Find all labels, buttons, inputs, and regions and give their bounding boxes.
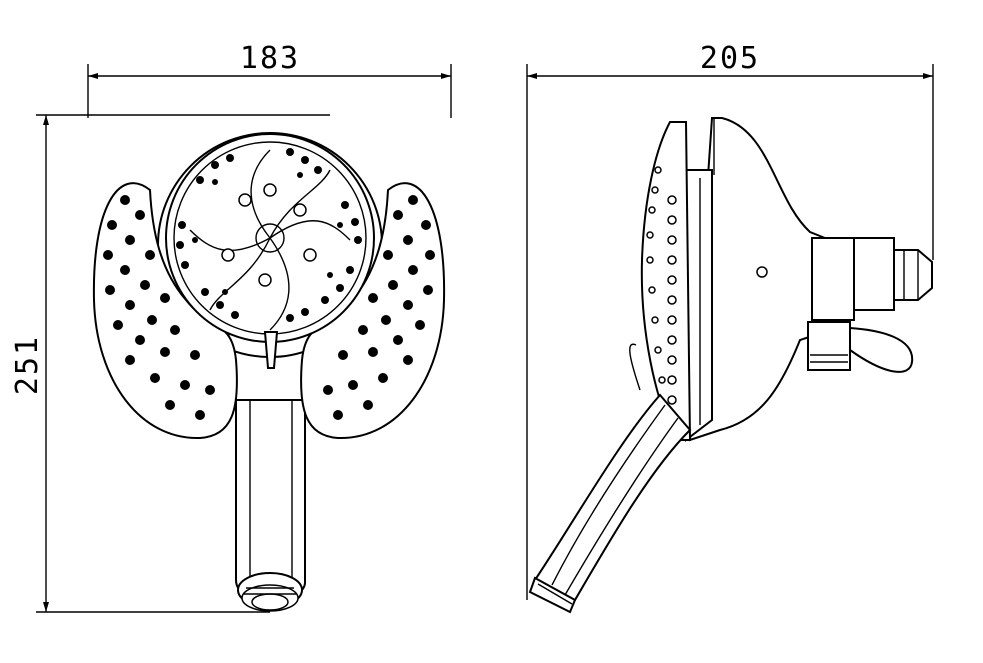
side-width-label: 205 bbox=[700, 41, 760, 76]
side-face-plate bbox=[640, 121, 692, 441]
side-width-dimension: 205 bbox=[526, 41, 934, 600]
side-diverter-lever bbox=[807, 321, 914, 373]
front-height-dimension: 251 bbox=[10, 114, 330, 613]
front-spray-pattern bbox=[189, 149, 351, 369]
front-width-dimension: 183 bbox=[87, 41, 452, 118]
front-face-nozzles bbox=[176, 148, 362, 322]
front-height-label: 251 bbox=[10, 335, 45, 395]
side-handle bbox=[528, 343, 692, 614]
front-view bbox=[92, 132, 446, 612]
front-width-label: 183 bbox=[240, 41, 300, 76]
side-view bbox=[528, 117, 933, 614]
side-screw-hole bbox=[756, 266, 768, 278]
front-wing-nozzles bbox=[103, 195, 435, 420]
front-handle bbox=[235, 387, 307, 612]
side-nozzles bbox=[646, 166, 677, 425]
side-connector bbox=[811, 237, 933, 321]
